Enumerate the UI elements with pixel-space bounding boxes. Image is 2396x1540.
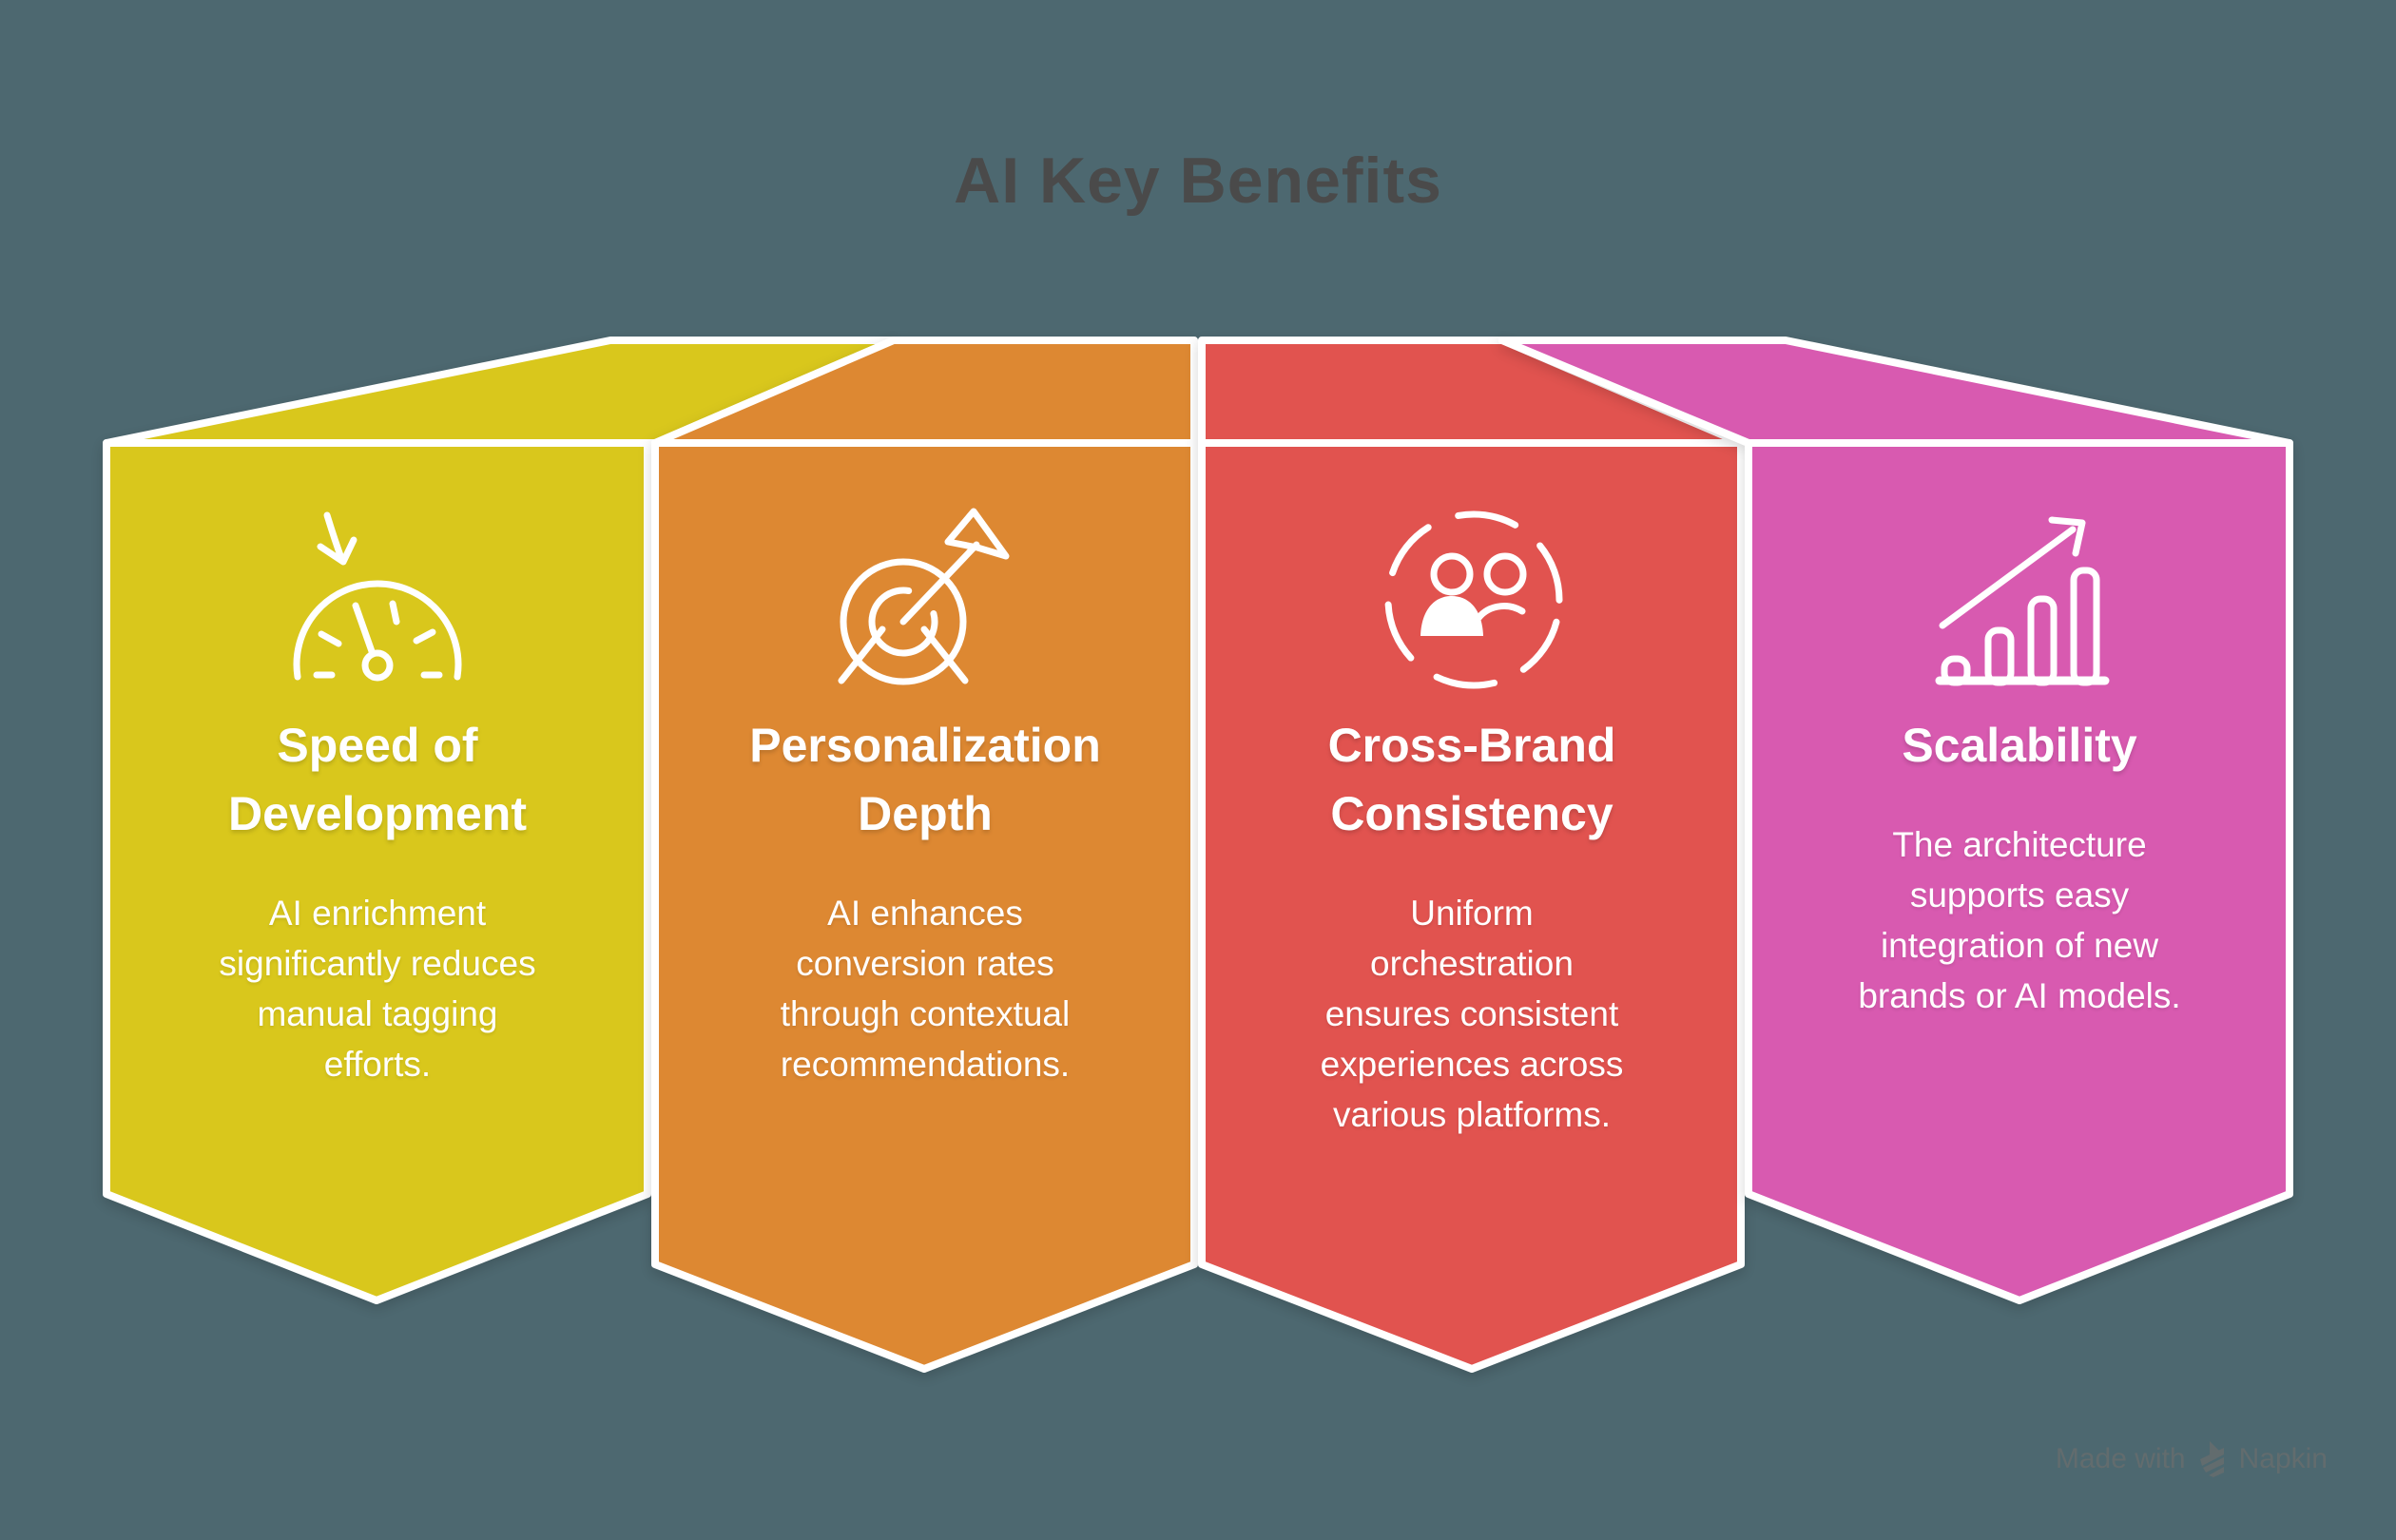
benefit-description: AI enrichment significantly reduces manu… bbox=[219, 894, 536, 1084]
banner-personalization-depth bbox=[651, 337, 1198, 1373]
benefit-card-cross-brand-consistency: Cross-Brand Consistency Uniform orchestr… bbox=[1225, 711, 1719, 1140]
benefit-description: AI enhances conversion rates through con… bbox=[780, 894, 1071, 1084]
benefit-card-scalability: Scalability The architecture supports ea… bbox=[1772, 711, 2267, 1021]
banner-body bbox=[1198, 439, 1745, 1373]
banner-speed-of-development bbox=[103, 337, 898, 1304]
banner-scalability bbox=[1498, 337, 2293, 1304]
watermark-brand: Napkin bbox=[2238, 1443, 2328, 1474]
growth-chart-icon bbox=[1935, 516, 2110, 686]
people-group-icon bbox=[1384, 510, 1563, 689]
benefit-heading: Scalability bbox=[1902, 719, 2137, 772]
benefit-heading: Cross-Brand Consistency bbox=[1327, 719, 1616, 840]
watermark-prefix: Made with bbox=[2055, 1443, 2186, 1474]
banner-body bbox=[103, 439, 651, 1304]
benefit-card-speed-of-development: Speed of Development AI enrichment signi… bbox=[130, 711, 625, 1089]
target-arrow-icon bbox=[838, 508, 1010, 685]
benefit-card-personalization-depth: Personalization Depth AI enhances conver… bbox=[678, 711, 1172, 1089]
page-title: AI Key Benefits bbox=[954, 144, 1442, 217]
benefit-heading: Speed of Development bbox=[228, 719, 527, 840]
banner-cross-brand-consistency bbox=[1198, 337, 1745, 1373]
benefit-heading: Personalization Depth bbox=[749, 719, 1101, 840]
napkin-logo-icon bbox=[2199, 1441, 2224, 1477]
benefit-description: Uniform orchestration ensures consistent… bbox=[1320, 894, 1624, 1134]
watermark: Made with Napkin bbox=[2056, 1441, 2328, 1477]
benefit-description: The architecture supports easy integrati… bbox=[1858, 825, 2181, 1015]
banner-body bbox=[651, 439, 1198, 1373]
speedometer-icon bbox=[293, 511, 462, 682]
banner-body bbox=[1745, 439, 2293, 1304]
